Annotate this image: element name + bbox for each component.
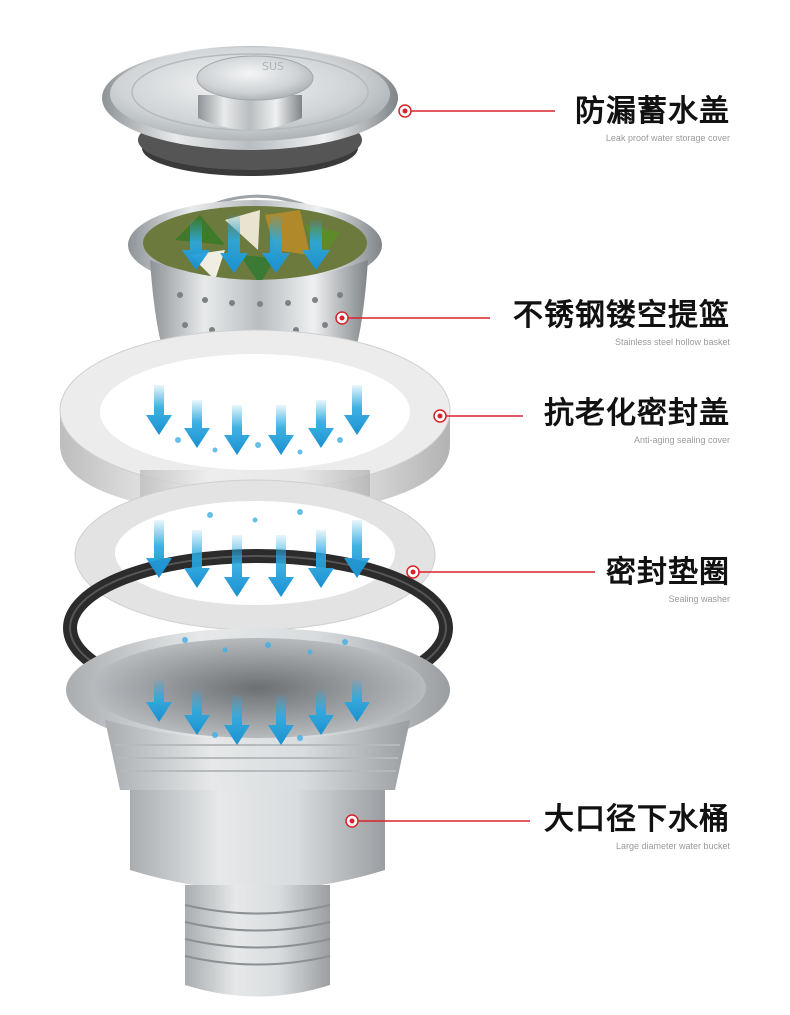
- callout-washer-title: 密封垫圈: [606, 555, 730, 590]
- leak-proof-lid: SUS: [102, 46, 398, 176]
- water-bucket: [66, 628, 450, 997]
- callout-lid-title: 防漏蓄水盖: [575, 94, 730, 129]
- water-flow-arrows: [146, 215, 370, 745]
- callout-washer: 密封垫圈 Sealing washer: [606, 555, 730, 605]
- callout-bucket-subtitle: Large diameter water bucket: [615, 841, 730, 851]
- callout-lid-subtitle: Leak proof water storage cover: [605, 133, 730, 143]
- callout-sealing-cover: 抗老化密封盖 Anti-aging sealing cover: [544, 396, 730, 446]
- callout-sealing-cover-subtitle: Anti-aging sealing cover: [633, 435, 730, 445]
- callout-bucket-title: 大口径下水桶: [544, 802, 730, 837]
- callout-leaders: [335, 104, 595, 828]
- lid-engraving: SUS: [262, 60, 284, 73]
- callout-washer-subtitle: Sealing washer: [668, 594, 730, 604]
- water-droplets: [175, 437, 348, 741]
- callout-basket-title: 不锈钢镂空提篮: [513, 298, 730, 333]
- callout-bucket: 大口径下水桶 Large diameter water bucket: [544, 802, 730, 852]
- callout-sealing-cover-title: 抗老化密封盖: [544, 396, 730, 431]
- callout-lid: 防漏蓄水盖 Leak proof water storage cover: [575, 94, 730, 144]
- callout-basket: 不锈钢镂空提篮 Stainless steel hollow basket: [513, 298, 730, 348]
- callout-basket-subtitle: Stainless steel hollow basket: [614, 337, 730, 347]
